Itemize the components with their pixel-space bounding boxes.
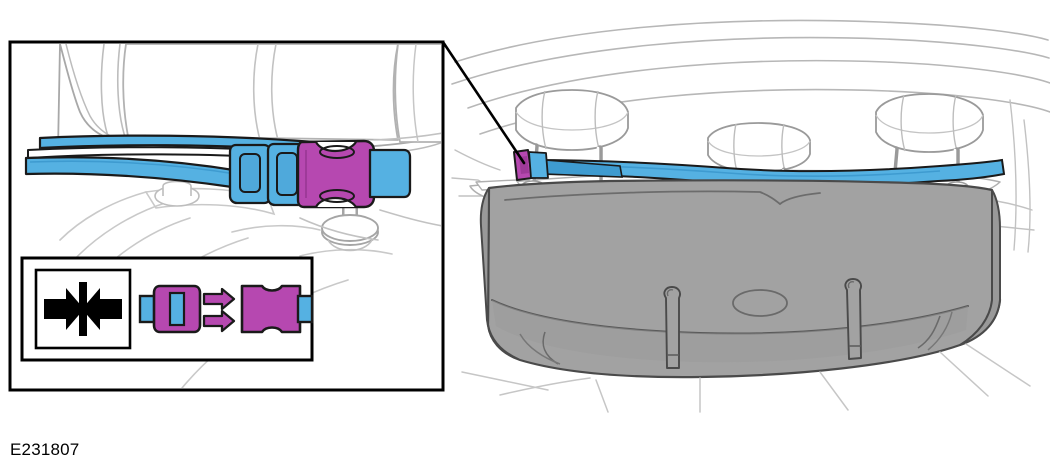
buckle-engage-symbol bbox=[138, 284, 314, 334]
load-floor-lines bbox=[461, 343, 1031, 413]
buckle-assembly bbox=[228, 139, 412, 209]
buckle-slot bbox=[168, 291, 186, 327]
buckle-female bbox=[296, 139, 376, 209]
strap-webbing-right bbox=[368, 148, 412, 199]
seat-backrest bbox=[122, 44, 441, 143]
vehicle-rear-interior-view bbox=[451, 19, 1050, 413]
buckle-male-tongue-lower bbox=[202, 309, 236, 333]
strap-adjuster-secondary bbox=[266, 142, 308, 207]
buckle-male-tongue-upper bbox=[202, 287, 236, 311]
cover-strap-loop-left bbox=[663, 286, 681, 369]
converge-arrows-symbol bbox=[34, 268, 132, 350]
figure-caption: E231807 bbox=[10, 440, 80, 459]
cargo-cover-bag bbox=[479, 179, 1002, 379]
strap-buckle bbox=[513, 149, 549, 181]
detail-view bbox=[24, 44, 441, 388]
webbing-right bbox=[296, 294, 314, 324]
buckle-connect-symbol bbox=[20, 256, 314, 362]
seat-lower-edge bbox=[299, 132, 441, 241]
cover-strap-loop-right bbox=[844, 278, 862, 360]
buckle-male-body bbox=[240, 284, 302, 334]
leader-line bbox=[441, 40, 526, 165]
strap-adjuster bbox=[228, 143, 272, 205]
